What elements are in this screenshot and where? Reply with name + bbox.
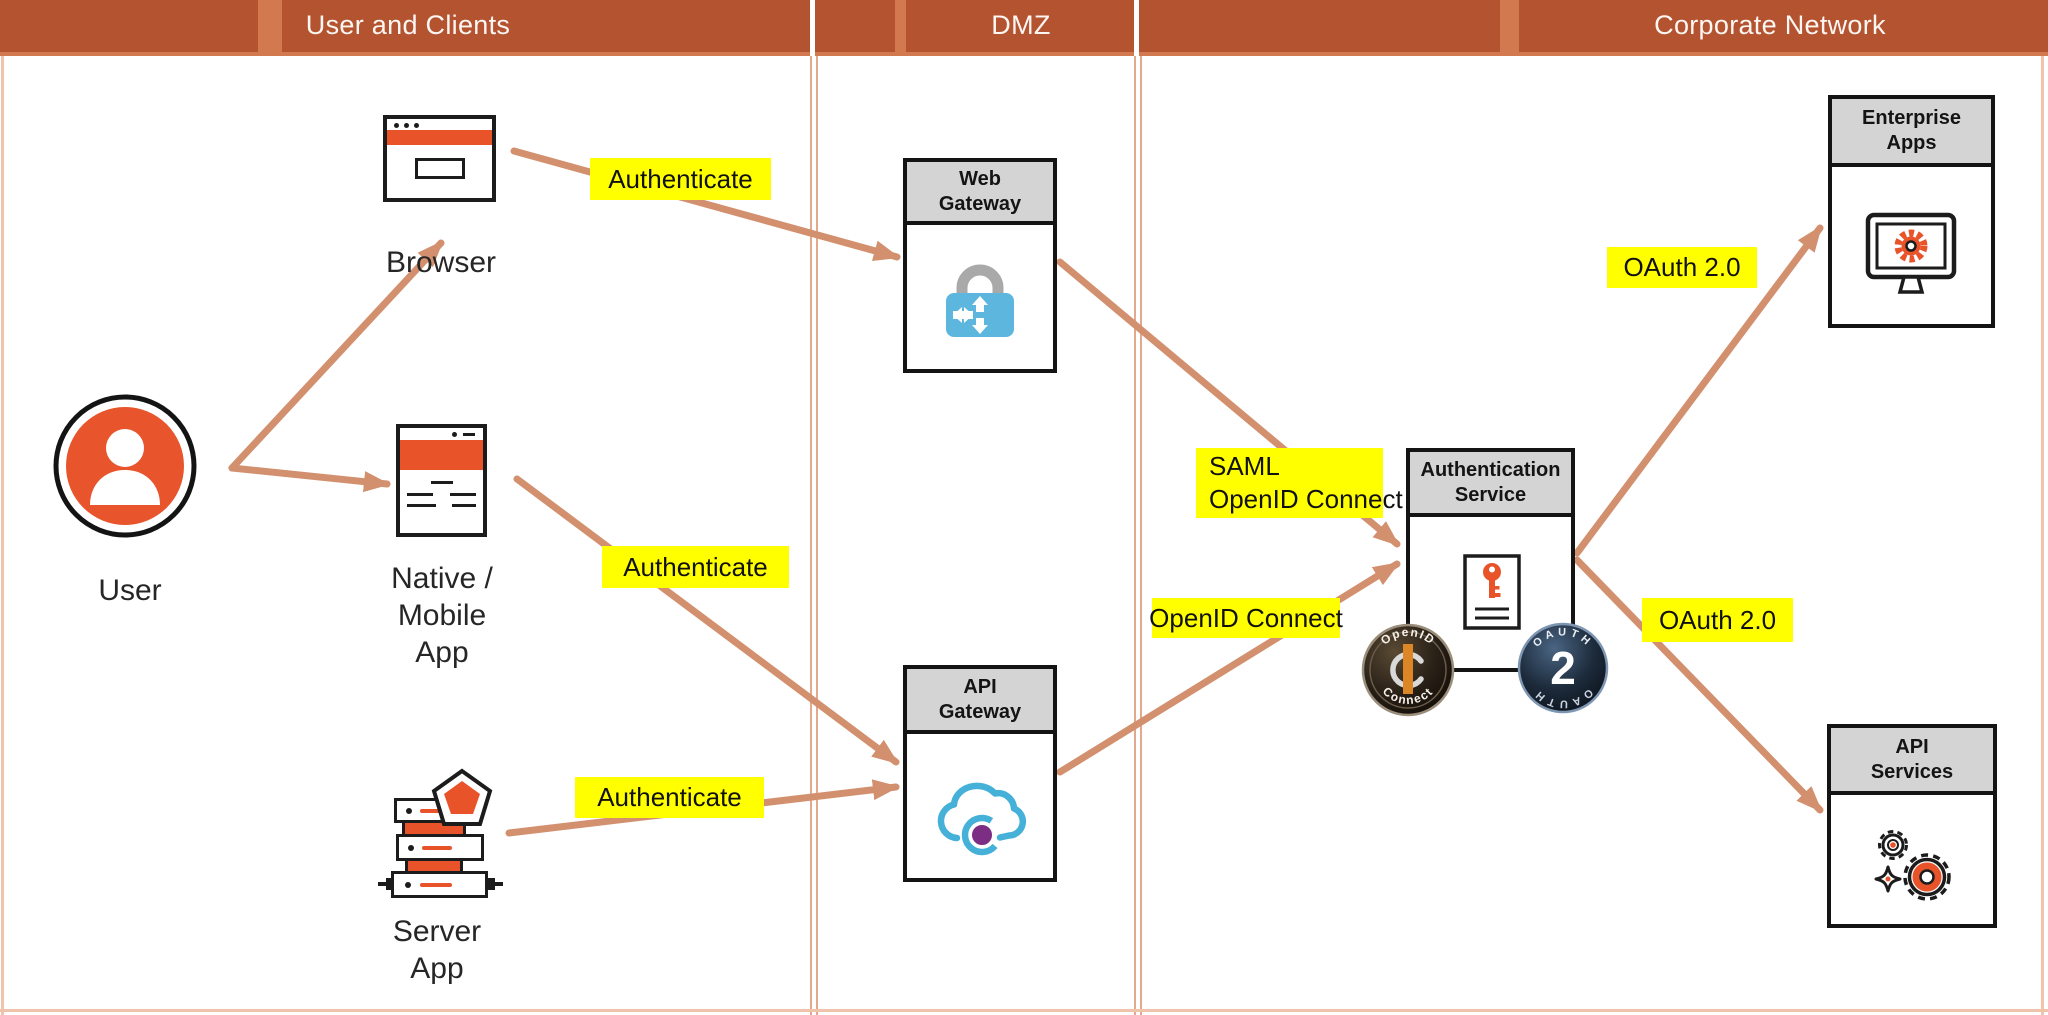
lane-boundary-line (1134, 56, 1136, 1015)
frame-right (2041, 56, 2044, 1015)
header-accent-strip (895, 0, 906, 52)
lane-boundary-line (810, 56, 812, 1015)
label-authenticate-native: Authenticate (602, 546, 789, 588)
lock-icon (946, 264, 1014, 337)
header-accent-strip (258, 0, 282, 52)
frame-bottom (0, 1009, 2048, 1012)
api-gateway-box: API Gateway (903, 665, 1057, 882)
browser-icon-bar (387, 130, 492, 145)
authentication-service-box: Authentication Service (1406, 448, 1575, 672)
api-gateway-title: API Gateway (907, 669, 1053, 734)
api-management-cloud-icon (937, 782, 1027, 856)
server-app-icon (378, 768, 503, 902)
native-app-icon (396, 424, 487, 537)
header-accent-strip (1500, 0, 1519, 52)
svg-text:Connect: Connect (1380, 684, 1436, 707)
api-services-box: API Services (1827, 724, 1997, 928)
browser-label: Browser (385, 246, 497, 279)
api-services-title: API Services (1831, 728, 1993, 795)
lane-title-dmz: DMZ (991, 10, 1051, 40)
monitor-gear-icon (1865, 212, 1957, 294)
swimlane-header-bar (0, 0, 2048, 52)
user-label: User (98, 574, 162, 607)
web-gateway-box: Web Gateway (903, 158, 1057, 373)
label-saml-line2: OpenID Connect (1209, 484, 1403, 514)
svg-text:OpenID: OpenID (1378, 625, 1438, 648)
native-app-icon-bar (400, 440, 483, 470)
edge-browser-to-web-gateway (510, 147, 901, 261)
label-openid-connect: OpenID Connect (1149, 598, 1343, 638)
edge-native-app-to-api-gateway (513, 475, 900, 766)
lane-boundary-line (816, 56, 818, 1015)
server-app-pentagon-badge (431, 768, 493, 826)
frame-left (1, 56, 4, 1015)
lane-title-user-and-clients: User and Clients (305, 10, 511, 40)
openid-badge-bottom-text: Connect (1380, 684, 1435, 707)
label-saml-openid-connect: SAML OpenID Connect (1196, 448, 1403, 518)
openid-badge-top-text: OpenID (1378, 625, 1437, 648)
edge-api-gateway-to-auth-service (1056, 560, 1401, 776)
lane-title-corporate-network: Corporate Network (1654, 10, 1886, 40)
browser-icon-addressbox (414, 158, 465, 179)
edge-auth-service-to-api-services (1573, 556, 1824, 814)
edge-auth-service-to-enterprise-apps (1573, 224, 1824, 557)
edge-user-to-browser (228, 239, 445, 472)
oauth2-badge: OAUTH OAUTH 2 (1517, 622, 1609, 714)
label-authenticate-server: Authenticate (575, 777, 764, 818)
native-app-label: Native / Mobile App (391, 562, 493, 669)
openid-connect-badge: OpenID Connect (1361, 623, 1455, 717)
authentication-service-title: Authentication Service (1410, 452, 1571, 517)
browser-icon-dots (387, 119, 492, 130)
gears-icon (1874, 830, 1951, 901)
lane-divider-header (810, 0, 815, 56)
native-app-icon-statusbar (400, 428, 483, 440)
enterprise-apps-title: Enterprise Apps (1832, 99, 1991, 167)
user-icon (53, 394, 197, 538)
label-oauth-api: OAuth 2.0 (1642, 598, 1793, 642)
lane-boundary-line (1140, 56, 1142, 1015)
label-authenticate-browser: Authenticate (590, 158, 771, 200)
label-saml-line1: SAML (1209, 451, 1280, 481)
oauth-badge-number: 2 (1550, 642, 1576, 694)
lane-divider-header (1134, 0, 1139, 56)
label-oauth-enterprise: OAuth 2.0 (1607, 247, 1757, 288)
edge-user-to-native-app (228, 464, 391, 493)
certificate-key-icon (1463, 554, 1521, 630)
enterprise-apps-box: Enterprise Apps (1828, 95, 1995, 328)
user-node (52, 393, 198, 539)
browser-icon (383, 115, 496, 202)
server-app-label: Server App (392, 915, 482, 985)
header-underline (0, 52, 2048, 56)
web-gateway-title: Web Gateway (907, 162, 1053, 225)
